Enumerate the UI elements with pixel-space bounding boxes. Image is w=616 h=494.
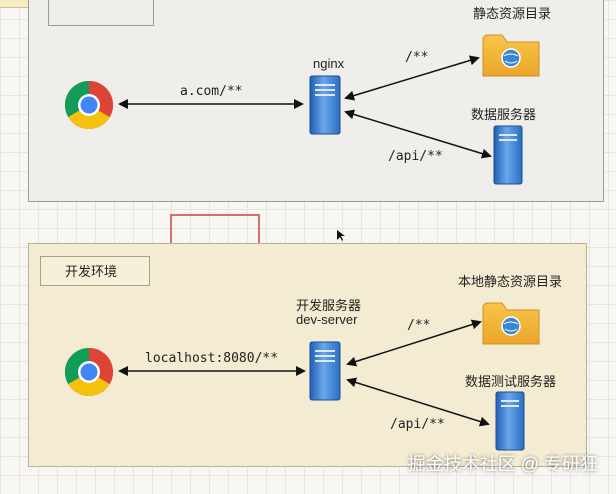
prod-data-server-label: 数据服务器 (471, 107, 537, 122)
dev-browser-icon (64, 348, 114, 397)
prod-static-dir-label: 静态资源目录 (473, 6, 552, 21)
prod-nginx-server-icon (309, 75, 341, 135)
prod-api-route-label: /api/** (388, 149, 443, 164)
prod-proxy-data-arrow (344, 109, 492, 159)
dev-static-folder-icon (482, 302, 540, 345)
prod-proxy-static-arrow (344, 55, 480, 101)
mouse-cursor-icon (337, 230, 345, 241)
prod-static-folder-icon (482, 34, 540, 77)
dev-browser-route-label: localhost:8080/** (145, 351, 279, 366)
prod-static-route-label: /** (405, 50, 429, 65)
prod-data-server-icon (493, 125, 523, 185)
prod-browser-route-label: a.com/** (180, 84, 243, 99)
dev-server-label-line1: 开发服务器 (296, 298, 362, 313)
dev-server-icon (309, 341, 341, 401)
dev-proxy-static-arrow (346, 319, 482, 367)
dev-static-route-label: /** (407, 318, 431, 333)
production-environment-label (48, 0, 154, 26)
prod-nginx-label: nginx (313, 56, 345, 71)
dev-api-route-label: /api/** (390, 417, 445, 432)
dev-static-dir-label: 本地静态资源目录 (458, 274, 563, 289)
development-environment-label: 开发环境 (40, 256, 150, 286)
prod-browser-icon (64, 80, 114, 130)
dev-data-server-label: 数据测试服务器 (465, 374, 557, 389)
watermark: 掘金技术社区 @ 专研狂 (407, 454, 598, 474)
dev-proxy-data-arrow (346, 377, 490, 427)
dev-data-server-icon (495, 391, 525, 451)
dev-server-label-line2: dev-server (296, 312, 358, 327)
